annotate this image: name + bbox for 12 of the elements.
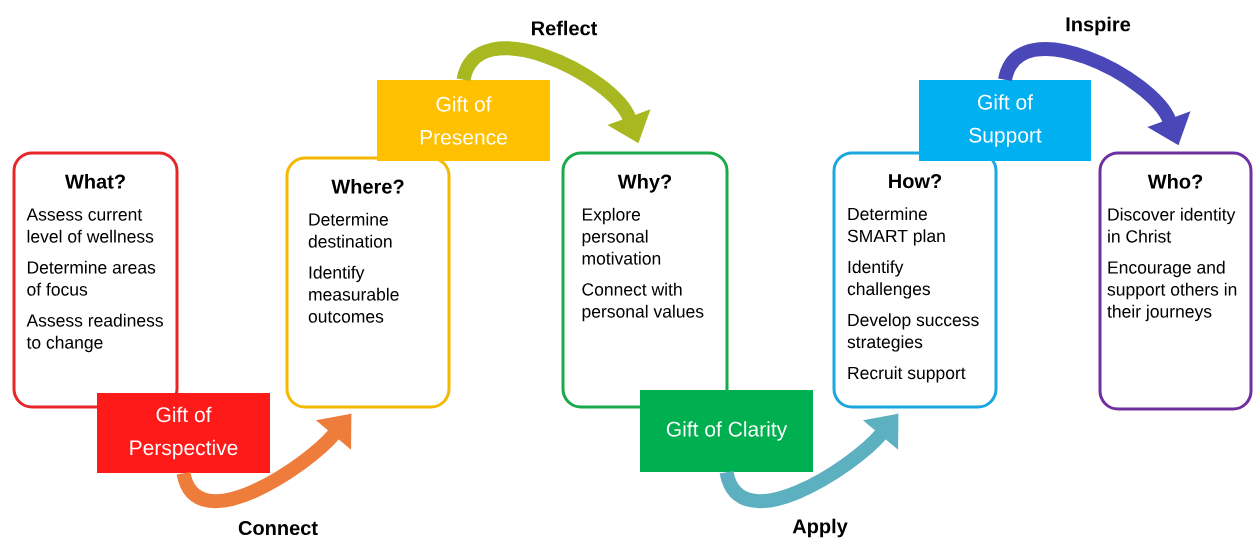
step-box: Why? Explore personal motivation Connect with personal values <box>561 151 729 409</box>
step-box: How? Determine SMART plan Identify challenges Develop success strategies Recruit support <box>832 151 998 409</box>
gift-box: Gift of Support <box>919 80 1091 161</box>
gift-box: Gift of Perspective <box>97 393 270 473</box>
edge-label: Apply <box>791 517 849 539</box>
gift-box: Gift of Clarity <box>640 390 813 472</box>
edge-label: Inspire <box>1064 15 1132 37</box>
edge-label: Reflect <box>529 19 599 37</box>
step-box: Where? Determine destination Identify measurable outcomes <box>285 156 451 409</box>
step-box: Who? Discover identity in Christ Encourage and support others in their journeys <box>1098 151 1253 411</box>
edge-label: Connect <box>237 519 319 537</box>
gift-box: Gift of Presence <box>377 80 550 161</box>
